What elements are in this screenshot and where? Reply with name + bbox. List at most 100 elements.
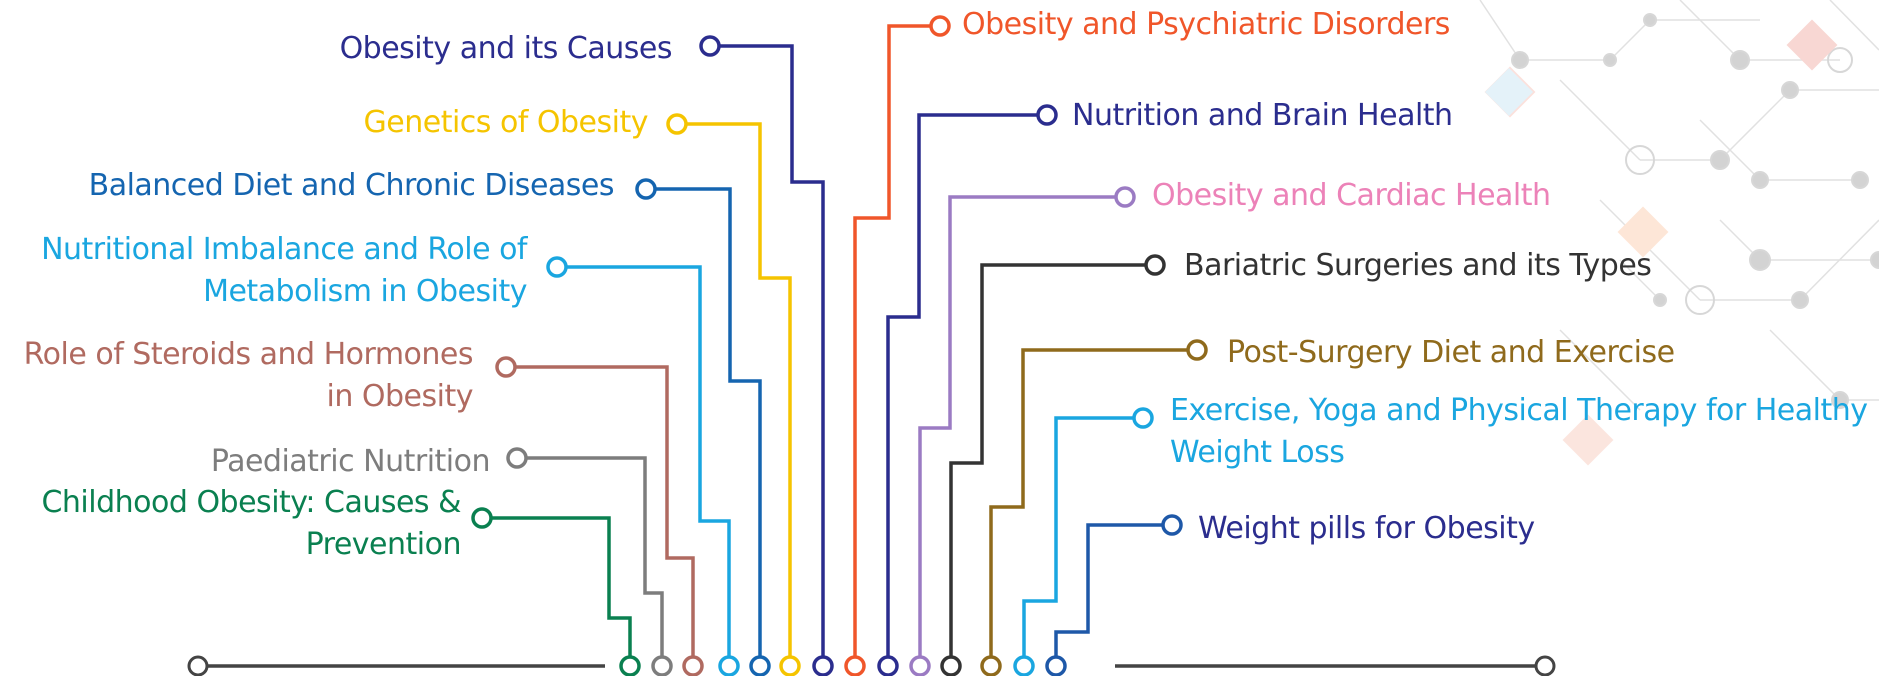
connector-childhood-obesity (491, 516, 632, 657)
baseline-node-exercise-yoga (1013, 655, 1035, 676)
connector-paediatric-nutrition (526, 456, 664, 657)
topic-label-line: Prevention (305, 527, 462, 562)
circuit-node (1870, 251, 1879, 269)
circuit-line (1719, 89, 1791, 161)
baseline-left-endpoint (187, 655, 209, 676)
circuit-line (1699, 119, 1761, 181)
circuit-node (1851, 171, 1869, 189)
topic-label-brain-health: Nutrition and Brain Health (1072, 95, 1453, 137)
circuit-node (1603, 53, 1617, 67)
topic-label-obesity-causes: Obesity and its Causes (339, 28, 673, 70)
connector-nodes (471, 15, 1208, 676)
topic-label-line: Nutritional Imbalance and Role of (41, 232, 527, 267)
connector-brain-health (886, 113, 1038, 657)
circuit-node (1781, 81, 1799, 99)
connector-obesity-causes (719, 44, 825, 657)
baseline-node-balanced-diet (749, 655, 771, 676)
circuit-node (1653, 293, 1667, 307)
circuit-line (1479, 0, 1521, 61)
topic-label-post-surgery: Post-Surgery Diet and Exercise (1227, 332, 1675, 374)
baseline (187, 655, 1556, 676)
circuit-node (1643, 13, 1657, 27)
circuit-node (1685, 285, 1715, 315)
topic-label-line: Role of Steroids and Hormones (23, 337, 474, 372)
baseline-node-post-surgery (980, 655, 1002, 676)
connector-nutritional-imbalance (566, 265, 731, 657)
topic-label-line: Nutrition and Brain Health (1072, 98, 1453, 133)
topic-label-line: Weight Loss (1170, 435, 1345, 470)
circuit-node (1827, 47, 1853, 73)
connector-cardiac (918, 195, 1116, 657)
baseline-node-cardiac (909, 655, 931, 676)
circuit-node (1730, 50, 1750, 70)
topic-node-paediatric-nutrition (506, 447, 528, 469)
topic-label-childhood-obesity: Childhood Obesity: Causes &Prevention (41, 482, 461, 566)
baseline-node-psychiatric (844, 655, 866, 676)
circuit-line (1769, 329, 1841, 401)
connector-bariatric (949, 263, 1146, 657)
topic-label-line: Bariatric Surgeries and its Types (1184, 248, 1652, 283)
topic-node-bariatric (1144, 254, 1166, 276)
baseline-node-bariatric (940, 655, 962, 676)
topic-label-line: Balanced Diet and Chronic Diseases (88, 168, 615, 203)
decor-diamond (1562, 414, 1614, 466)
connector-steroids-hormones (515, 365, 695, 657)
topic-node-exercise-yoga (1132, 407, 1154, 429)
topic-node-cardiac (1114, 186, 1136, 208)
connector-exercise-yoga (1022, 416, 1134, 657)
topic-label-line: Obesity and its Causes (339, 31, 673, 66)
connector-genetics (686, 122, 792, 657)
topic-label-weight-pills: Weight pills for Obesity (1198, 508, 1535, 550)
circuit-node (1625, 145, 1655, 175)
baseline-node-brain-health (877, 655, 899, 676)
connector-post-surgery (989, 348, 1188, 657)
topic-label-paediatric-nutrition: Paediatric Nutrition (210, 441, 491, 483)
circuit-line (1559, 329, 1641, 411)
connector-psychiatric (853, 24, 931, 657)
circuit-node (1749, 249, 1771, 271)
baseline-node-childhood-obesity (619, 655, 641, 676)
topic-label-line: Post-Surgery Diet and Exercise (1227, 335, 1675, 370)
topic-label-line: Obesity and Psychiatric Disorders (962, 7, 1450, 42)
baseline-node-obesity-causes (812, 655, 834, 676)
connector-weight-pills (1054, 523, 1163, 657)
topic-label-psychiatric: Obesity and Psychiatric Disorders (962, 4, 1450, 46)
topic-node-childhood-obesity (471, 507, 493, 529)
circuit-node (1831, 391, 1849, 409)
connector-balanced-diet (655, 187, 762, 657)
topic-label-genetics: Genetics of Obesity (363, 102, 649, 144)
baseline-right-endpoint (1534, 655, 1556, 676)
topic-label-line: Obesity and Cardiac Health (1152, 178, 1551, 213)
circuit-line (1829, 0, 1879, 51)
circuit-node (1791, 291, 1809, 309)
topic-label-steroids-hormones: Role of Steroids and Hormones in Obesity (23, 334, 474, 418)
circuit-background-decoration (1479, 0, 1879, 466)
baseline-node-paediatric-nutrition (651, 655, 673, 676)
topic-node-brain-health (1036, 104, 1058, 126)
topic-label-line: Paediatric Nutrition (210, 444, 491, 479)
baseline-node-steroids-hormones (682, 655, 704, 676)
decor-diamond (1484, 67, 1534, 117)
circuit-line (1559, 79, 1641, 161)
topic-label-line: Exercise, Yoga and Physical Therapy for … (1170, 393, 1868, 428)
topic-node-obesity-causes (699, 35, 721, 57)
circuit-line (1609, 19, 1651, 61)
topic-label-line: in Obesity (326, 379, 474, 414)
circuit-line (1619, 259, 1661, 301)
decor-diamond (1786, 19, 1838, 71)
decor-diamond (1617, 206, 1669, 258)
topic-label-cardiac: Obesity and Cardiac Health (1152, 175, 1551, 217)
topic-node-steroids-hormones (495, 356, 517, 378)
topic-node-genetics (666, 113, 688, 135)
circuit-node (1511, 51, 1529, 69)
connector-lines (491, 24, 1188, 657)
circuit-node (1751, 171, 1769, 189)
baseline-node-weight-pills (1045, 655, 1067, 676)
topic-label-balanced-diet: Balanced Diet and Chronic Diseases (88, 165, 615, 207)
baseline-node-genetics (779, 655, 801, 676)
circuit-node (1710, 150, 1730, 170)
topic-label-line: Genetics of Obesity (363, 105, 649, 140)
topic-node-post-surgery (1186, 339, 1208, 361)
topic-label-line: Metabolism in Obesity (203, 274, 527, 309)
